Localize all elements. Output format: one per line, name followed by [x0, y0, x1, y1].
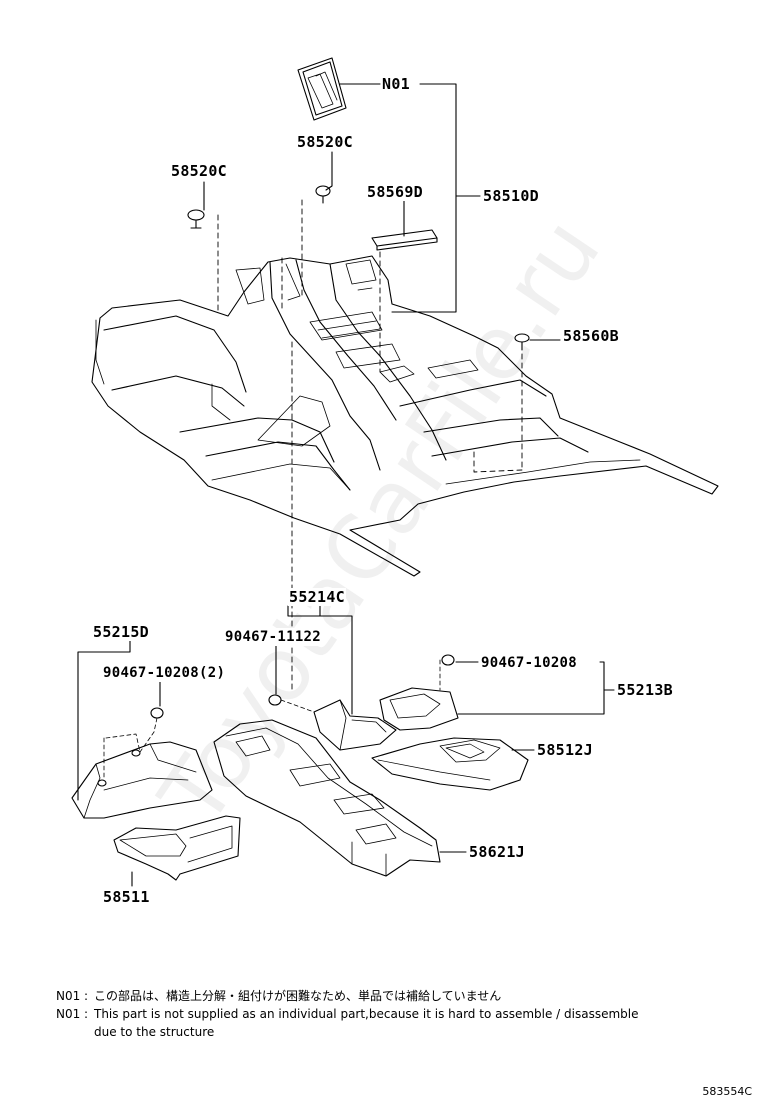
footnote-key-en: N01 :: [56, 1007, 89, 1021]
label-58512j: 58512J: [536, 741, 594, 759]
footnote-english: N01 : This part is not supplied as an ind…: [56, 1006, 639, 1022]
accelerator-pedal-pad: [297, 57, 347, 121]
illustration-reference-code: 583554C: [702, 1085, 752, 1098]
label-58510d: 58510D: [482, 187, 540, 205]
label-58569d: 58569D: [366, 183, 424, 201]
floor-silencer-55215d: [71, 707, 213, 819]
label-58621j: 58621J: [468, 843, 526, 861]
label-55213b: 55213B: [616, 681, 674, 699]
floor-carpet-assembly: [91, 255, 719, 577]
label-58560b: 58560B: [562, 327, 620, 345]
label-90467-10208: 90467-10208: [480, 654, 579, 672]
label-58520c-center: 58520C: [296, 133, 354, 151]
clip-58560b: [514, 333, 530, 351]
label-55214c: 55214C: [288, 588, 346, 606]
label-90467-10208-2: 90467-10208(2): [102, 664, 227, 682]
clip-58520c-center: [315, 185, 331, 204]
floor-insulator-58621j: [213, 719, 441, 877]
floor-silencer-55213b: [379, 654, 459, 731]
footnote-english-cont: due to the structure: [56, 1024, 214, 1040]
footnote-text-en-line2: due to the structure: [94, 1025, 215, 1039]
footnote-japanese: N01 : この部品は、構造上分解・組付けが困難なため、単品では補給していません: [56, 988, 501, 1004]
label-58520c-left: 58520C: [170, 162, 228, 180]
footnote-text-en-line1: This part is not supplied as an individu…: [94, 1007, 639, 1021]
floor-pad-58569d: [371, 229, 438, 251]
label-90467-11122: 90467-11122: [224, 628, 323, 646]
label-58511: 58511: [102, 888, 151, 906]
label-55215d: 55215D: [92, 623, 150, 641]
leader-lines: [77, 83, 615, 887]
clip-58520c-left: [187, 209, 205, 229]
floor-mat-58511: [113, 815, 241, 881]
footnote-text-jp: この部品は、構造上分解・組付けが困難なため、単品では補給していません: [94, 989, 502, 1003]
footnote-key-jp: N01 :: [56, 989, 89, 1003]
floor-silencer-55214c: [268, 694, 397, 751]
label-n01: N01: [381, 75, 411, 93]
floor-mat-58512j: [371, 737, 529, 791]
